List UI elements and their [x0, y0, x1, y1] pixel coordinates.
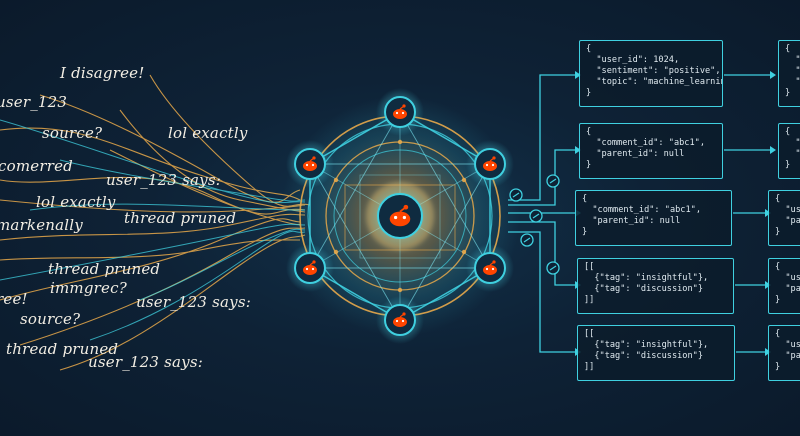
phrase-user: user_123 — [0, 93, 68, 111]
reddit-logo-icon — [376, 88, 424, 136]
link-icon — [546, 261, 560, 275]
json-output-box: { "comment_id": "abc1", "parent_id": nul… — [579, 123, 723, 179]
phrase-comerred: comerred — [0, 157, 73, 175]
json-output-box: { "user_id": 1024, "sentiment": "positiv… — [579, 40, 723, 107]
phrase-source: source? — [20, 310, 81, 328]
json-output-box: [[ {"tag": "insightful"}, {"tag": "discu… — [577, 258, 734, 314]
json-output-box-partial: { " " } — [778, 123, 800, 179]
reddit-logo-icon — [286, 140, 334, 188]
json-output-box-partial: { "i "s "t } — [778, 40, 800, 107]
phrase-thread-pruned: thread pruned — [48, 260, 161, 278]
phrase-thread-pruned: thread pruned — [6, 340, 119, 358]
json-output-box: [[ {"tag": "insightful"}, {"tag": "discu… — [577, 325, 735, 381]
reddit-logo-icon — [466, 244, 514, 292]
phrase-lol-exactly: lol exactly — [168, 124, 248, 142]
phrase-source: source? — [42, 124, 103, 142]
json-output-box-partial: { "us "pa } — [768, 190, 800, 246]
json-output-box-partial: { "us "pa } — [768, 325, 800, 381]
json-output-box: { "comment_id": "abc1", "parent_id": nul… — [575, 190, 732, 246]
phrase-i-disagree: I disagree! — [60, 64, 145, 82]
reddit-logo-icon — [376, 296, 424, 344]
phrase-markenally: markenally — [0, 216, 83, 234]
reddit-logo-center-icon — [369, 185, 431, 247]
json-output-box-partial: { "us "pa } — [768, 258, 800, 314]
phrase-lol-exactly: lol exactly — [36, 193, 116, 211]
phrase-user-says: user_123 says: — [136, 293, 251, 311]
link-icon — [520, 233, 534, 247]
phrase-user-says: user_123 says: — [88, 353, 203, 371]
reddit-logo-icon — [286, 244, 334, 292]
reddit-logo-icon — [466, 140, 514, 188]
phrase-ree: ree! — [0, 290, 28, 308]
phrase-user-says: user_123 says: — [106, 171, 221, 189]
phrase-thread-pruned: thread pruned — [124, 209, 237, 227]
link-icon — [529, 209, 543, 223]
link-icon — [546, 174, 560, 188]
phrase-immgrec: immgrec? — [50, 279, 127, 297]
link-icon — [509, 188, 523, 202]
